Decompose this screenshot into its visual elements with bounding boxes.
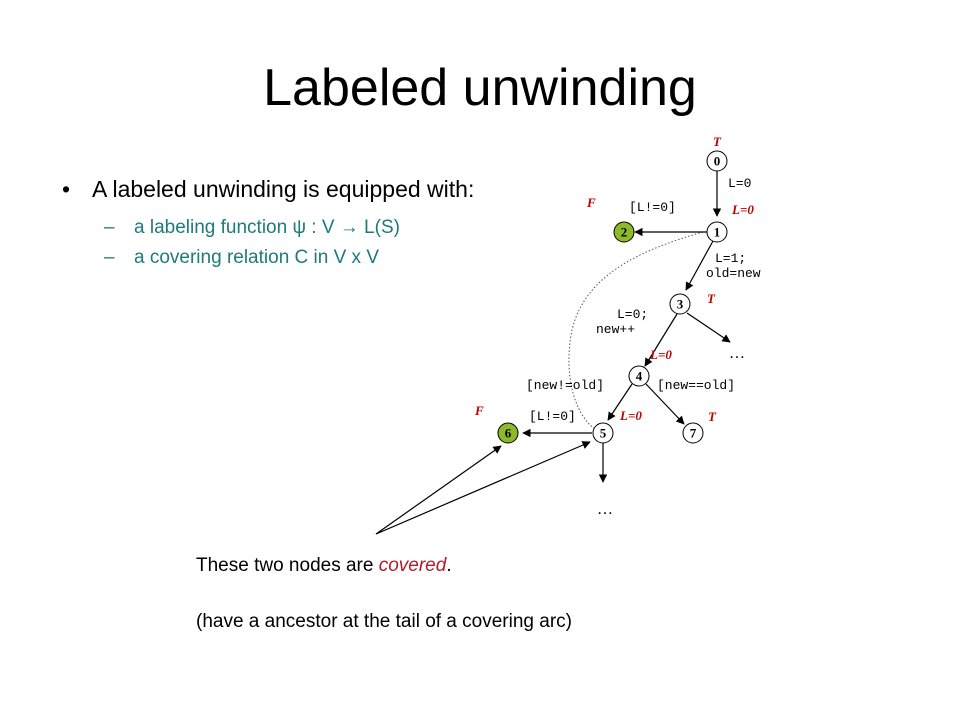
edge-4-5-label: [new!=old]: [526, 378, 604, 393]
sub-item-text: a covering relation C in V x V: [134, 247, 380, 268]
node-id: 1: [714, 225, 721, 240]
covering-arc: [568, 231, 704, 431]
edge-4-7: [645, 383, 685, 425]
covered-note-detail: (have a ancestor at the tail of a coveri…: [196, 611, 572, 632]
slide-title: Labeled unwinding: [263, 59, 697, 117]
node-id: 0: [714, 154, 721, 169]
bullet-text: A labeled unwinding is equipped with:: [92, 176, 475, 202]
covered-note-prefix: These two nodes are: [196, 555, 379, 576]
edge-1-3-label-line2: old=new: [706, 266, 761, 281]
covered-note-emphasis: covered: [378, 555, 447, 576]
edge-3-4-label-line2: new++: [596, 322, 635, 337]
node-id: 6: [505, 426, 512, 441]
bullet-dot-icon: •: [62, 176, 71, 202]
edge-3-ellipsis: [686, 312, 731, 343]
node-1: 1: [706, 221, 728, 243]
node-id: 4: [636, 369, 643, 384]
node-3-state-label: T: [707, 291, 716, 306]
node-2-state-label: F: [586, 195, 596, 210]
node-7-state-label: T: [708, 409, 717, 424]
ellipsis-branch-5: …: [597, 501, 613, 518]
bullet-main: • A labeled unwinding is equipped with:: [62, 176, 474, 203]
node-5: 5: [592, 422, 614, 444]
node-1-state-label: L=0: [731, 202, 754, 217]
dash-icon: –: [104, 217, 115, 238]
covered-note: These two nodes are covered.: [196, 555, 452, 577]
node-4-state-label: L=0: [649, 347, 672, 362]
edge-4-7-label: [new==old]: [657, 378, 735, 393]
node-6-covered: 6: [497, 422, 519, 444]
node-id: 5: [600, 426, 607, 441]
edge-3-4-label-line1: L=0;: [617, 307, 648, 322]
edge-5-6-label: [L!=0]: [529, 409, 576, 424]
sub-item-text: a labeling function ψ : V → L(S): [134, 217, 400, 238]
sub-item-covering: –a covering relation C in V x V: [104, 247, 379, 269]
node-0-state-label: T: [713, 134, 722, 149]
pointer-arrow-node6: [375, 445, 502, 535]
pointer-arrow-node5: [375, 441, 591, 535]
node-5-state-label: L=0: [619, 408, 642, 423]
node-7: 7: [682, 422, 704, 444]
edge-3-4: [644, 313, 678, 367]
edge-0-1-label: L=0: [728, 176, 751, 191]
node-6-state-label: F: [474, 403, 484, 418]
edge-1-2-label: [L!=0]: [629, 200, 676, 215]
node-0: 0: [706, 150, 728, 172]
edge-1-3: [685, 240, 714, 291]
node-4: 4: [628, 365, 650, 387]
node-2-covered: 2: [613, 221, 635, 243]
edge-4-5: [607, 383, 633, 421]
node-id: 7: [690, 426, 697, 441]
node-id: 2: [621, 225, 628, 240]
edge-1-3-label-line1: L=1;: [715, 251, 746, 266]
node-3: 3: [669, 293, 691, 315]
sub-item-labeling: –a labeling function ψ : V → L(S): [104, 217, 400, 239]
node-id: 3: [677, 297, 684, 312]
dash-icon: –: [104, 247, 115, 268]
covered-note-suffix: .: [446, 555, 452, 576]
ellipsis-branch-3: …: [729, 345, 745, 362]
